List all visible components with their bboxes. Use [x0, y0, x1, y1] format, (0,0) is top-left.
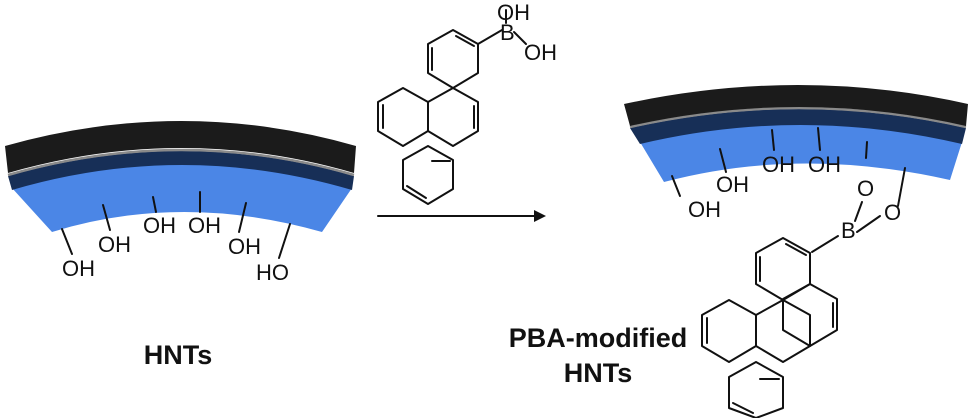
hnts-lumen-layer: [12, 164, 352, 232]
ester-oxygen-1: O: [857, 176, 874, 201]
pyrene-ring-b: [427, 87, 479, 147]
modified-lumen-layer: [640, 123, 962, 182]
pyrene-ring-c: [377, 87, 429, 147]
ester-oxygen-2: O: [884, 200, 901, 225]
modified-oh-4: OH: [808, 152, 841, 177]
modified-hydroxyl-bonds: [671, 127, 906, 207]
boronate-ester-linkage: O O B: [811, 176, 901, 253]
hnts-oh-1: OH: [62, 256, 95, 281]
hnts-tube-segment: [5, 121, 356, 232]
product-ring-a: [755, 237, 811, 301]
product-ring-e: [728, 361, 784, 418]
hnts-oh-3: OH: [143, 213, 176, 238]
modified-oh-1: OH: [688, 197, 721, 222]
modified-caption-line2: HNTs: [564, 358, 633, 388]
product-ring-d: [782, 283, 838, 347]
hnts-outer-black-layer: [5, 121, 356, 173]
hnts-oh-4: OH: [188, 213, 221, 238]
hnts-gray-line: [7, 148, 355, 177]
pyrenyl-group: [701, 237, 838, 418]
modified-oh-2: OH: [716, 172, 749, 197]
reagent-boron: B: [500, 20, 515, 45]
modified-outer-black-layer: [624, 85, 968, 126]
hnts-caption: HNTs: [144, 340, 213, 370]
hnts-inner-dark-layer: [8, 151, 354, 190]
hnts-oh-5: OH: [228, 234, 261, 259]
ester-boron: B: [841, 218, 856, 243]
modified-hydroxyl-labels: OH OH OH OH: [688, 152, 841, 222]
pyrenyl-boronic-acid-structure: OH B OH: [377, 0, 557, 205]
modified-inner-dark-layer: [630, 109, 966, 144]
hnts-ho-6: HO: [256, 260, 289, 285]
hnts-oh-2: OH: [98, 232, 131, 257]
hnts-hydroxyl-labels: OH OH OH OH OH HO: [62, 213, 289, 285]
pyrene-ring-a: [427, 29, 479, 89]
modified-gray-line: [629, 106, 967, 129]
reaction-arrow: [377, 210, 546, 222]
reagent-oh-top: OH: [497, 0, 530, 25]
hnts-hydroxyl-bonds: [61, 191, 291, 259]
modified-caption-line1: PBA-modified: [509, 323, 688, 353]
modified-oh-3: OH: [762, 152, 795, 177]
reagent-oh-right: OH: [524, 40, 557, 65]
product-ring-c: [701, 299, 757, 363]
pyrene-ring-d: [402, 145, 454, 205]
modified-hnts-tube-segment: [624, 85, 968, 182]
